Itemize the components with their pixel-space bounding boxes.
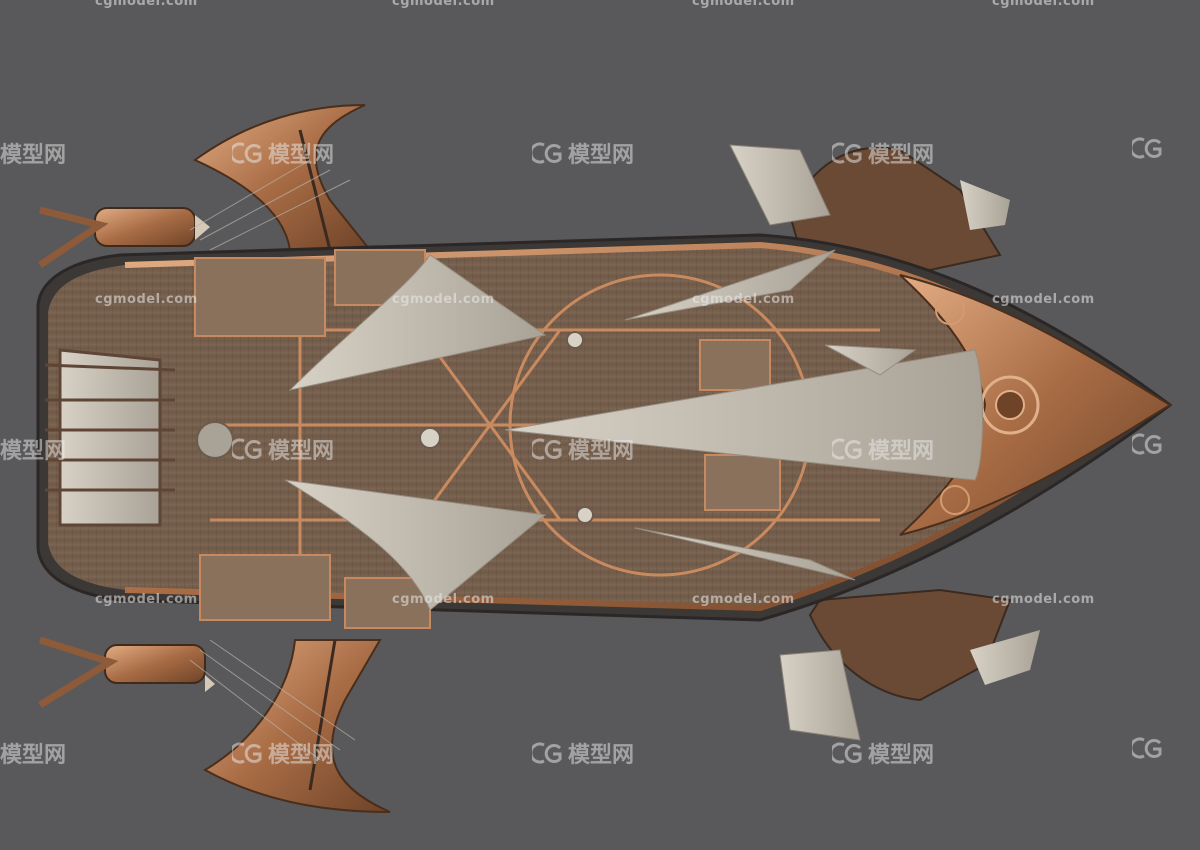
watermark-cn: 模型网 — [232, 737, 334, 769]
cg-logo-icon — [532, 438, 562, 460]
watermark-latin: cgmodel.com — [95, 0, 198, 9]
stern-sails — [44, 348, 176, 527]
watermark-cn-text: 模型网 — [268, 743, 335, 768]
watermark-cn-text: 模型网 — [0, 439, 67, 464]
watermark-latin: cgmodel.com — [392, 0, 495, 9]
watermark-latin: cgmodel.com — [95, 592, 198, 607]
watermark-latin: cgmodel.com — [95, 292, 198, 307]
lower-rear-engine — [38, 636, 215, 708]
deck-sails — [284, 249, 983, 611]
watermark-cn — [1132, 433, 1162, 455]
cg-logo-icon — [1132, 737, 1162, 759]
watermark-cn-text: 模型网 — [268, 143, 335, 168]
cg-logo-icon — [832, 742, 862, 764]
watermark-cn: 模型网 — [0, 137, 66, 169]
watermark-cn-text: 模型网 — [868, 743, 935, 768]
masts — [196, 331, 594, 524]
watermark-latin: cgmodel.com — [992, 592, 1095, 607]
cg-logo-icon — [532, 142, 562, 164]
watermark-latin: cgmodel.com — [392, 592, 495, 607]
watermark-cn: 模型网 — [532, 433, 634, 465]
watermark-cn-text: 模型网 — [0, 143, 67, 168]
watermark-cn — [1132, 137, 1162, 159]
watermark-cn-text: 模型网 — [0, 743, 67, 768]
cg-logo-icon — [232, 142, 262, 164]
rigging — [189, 159, 356, 761]
watermark-latin: cgmodel.com — [692, 592, 795, 607]
watermark-cn — [1132, 737, 1162, 759]
watermark-cn-text: 模型网 — [868, 143, 935, 168]
deck-cabins — [194, 249, 781, 629]
watermark-cn: 模型网 — [532, 137, 634, 169]
watermark-cn: 模型网 — [0, 737, 66, 769]
watermark-cn-text: 模型网 — [568, 743, 635, 768]
watermark-cn: 模型网 — [832, 433, 934, 465]
lower-front-pod — [779, 588, 1040, 741]
watermark-cn: 模型网 — [232, 433, 334, 465]
lower-rear-wing — [202, 639, 391, 813]
cg-logo-icon — [232, 742, 262, 764]
watermark-latin: cgmodel.com — [392, 292, 495, 307]
watermark-latin: cgmodel.com — [692, 0, 795, 9]
cg-logo-icon — [832, 438, 862, 460]
cg-logo-icon — [832, 142, 862, 164]
upper-front-pod — [729, 144, 1010, 272]
watermark-cn: 模型网 — [232, 137, 334, 169]
watermark-cn-text: 模型网 — [568, 143, 635, 168]
cg-logo-icon — [1132, 433, 1162, 455]
watermark-cn-text: 模型网 — [268, 439, 335, 464]
cg-logo-icon — [1132, 137, 1162, 159]
upper-rear-wing — [193, 104, 373, 251]
cg-logo-icon — [232, 438, 262, 460]
watermark-cn-text: 模型网 — [568, 439, 635, 464]
watermark-cn: 模型网 — [532, 737, 634, 769]
watermark-cn: 模型网 — [832, 137, 934, 169]
cg-logo-icon — [532, 742, 562, 764]
watermark-cn-text: 模型网 — [868, 439, 935, 464]
watermark-cn: 模型网 — [832, 737, 934, 769]
watermark-cn: 模型网 — [0, 433, 66, 465]
watermark-latin: cgmodel.com — [992, 292, 1095, 307]
watermark-latin: cgmodel.com — [692, 292, 795, 307]
watermark-latin: cgmodel.com — [992, 0, 1095, 9]
